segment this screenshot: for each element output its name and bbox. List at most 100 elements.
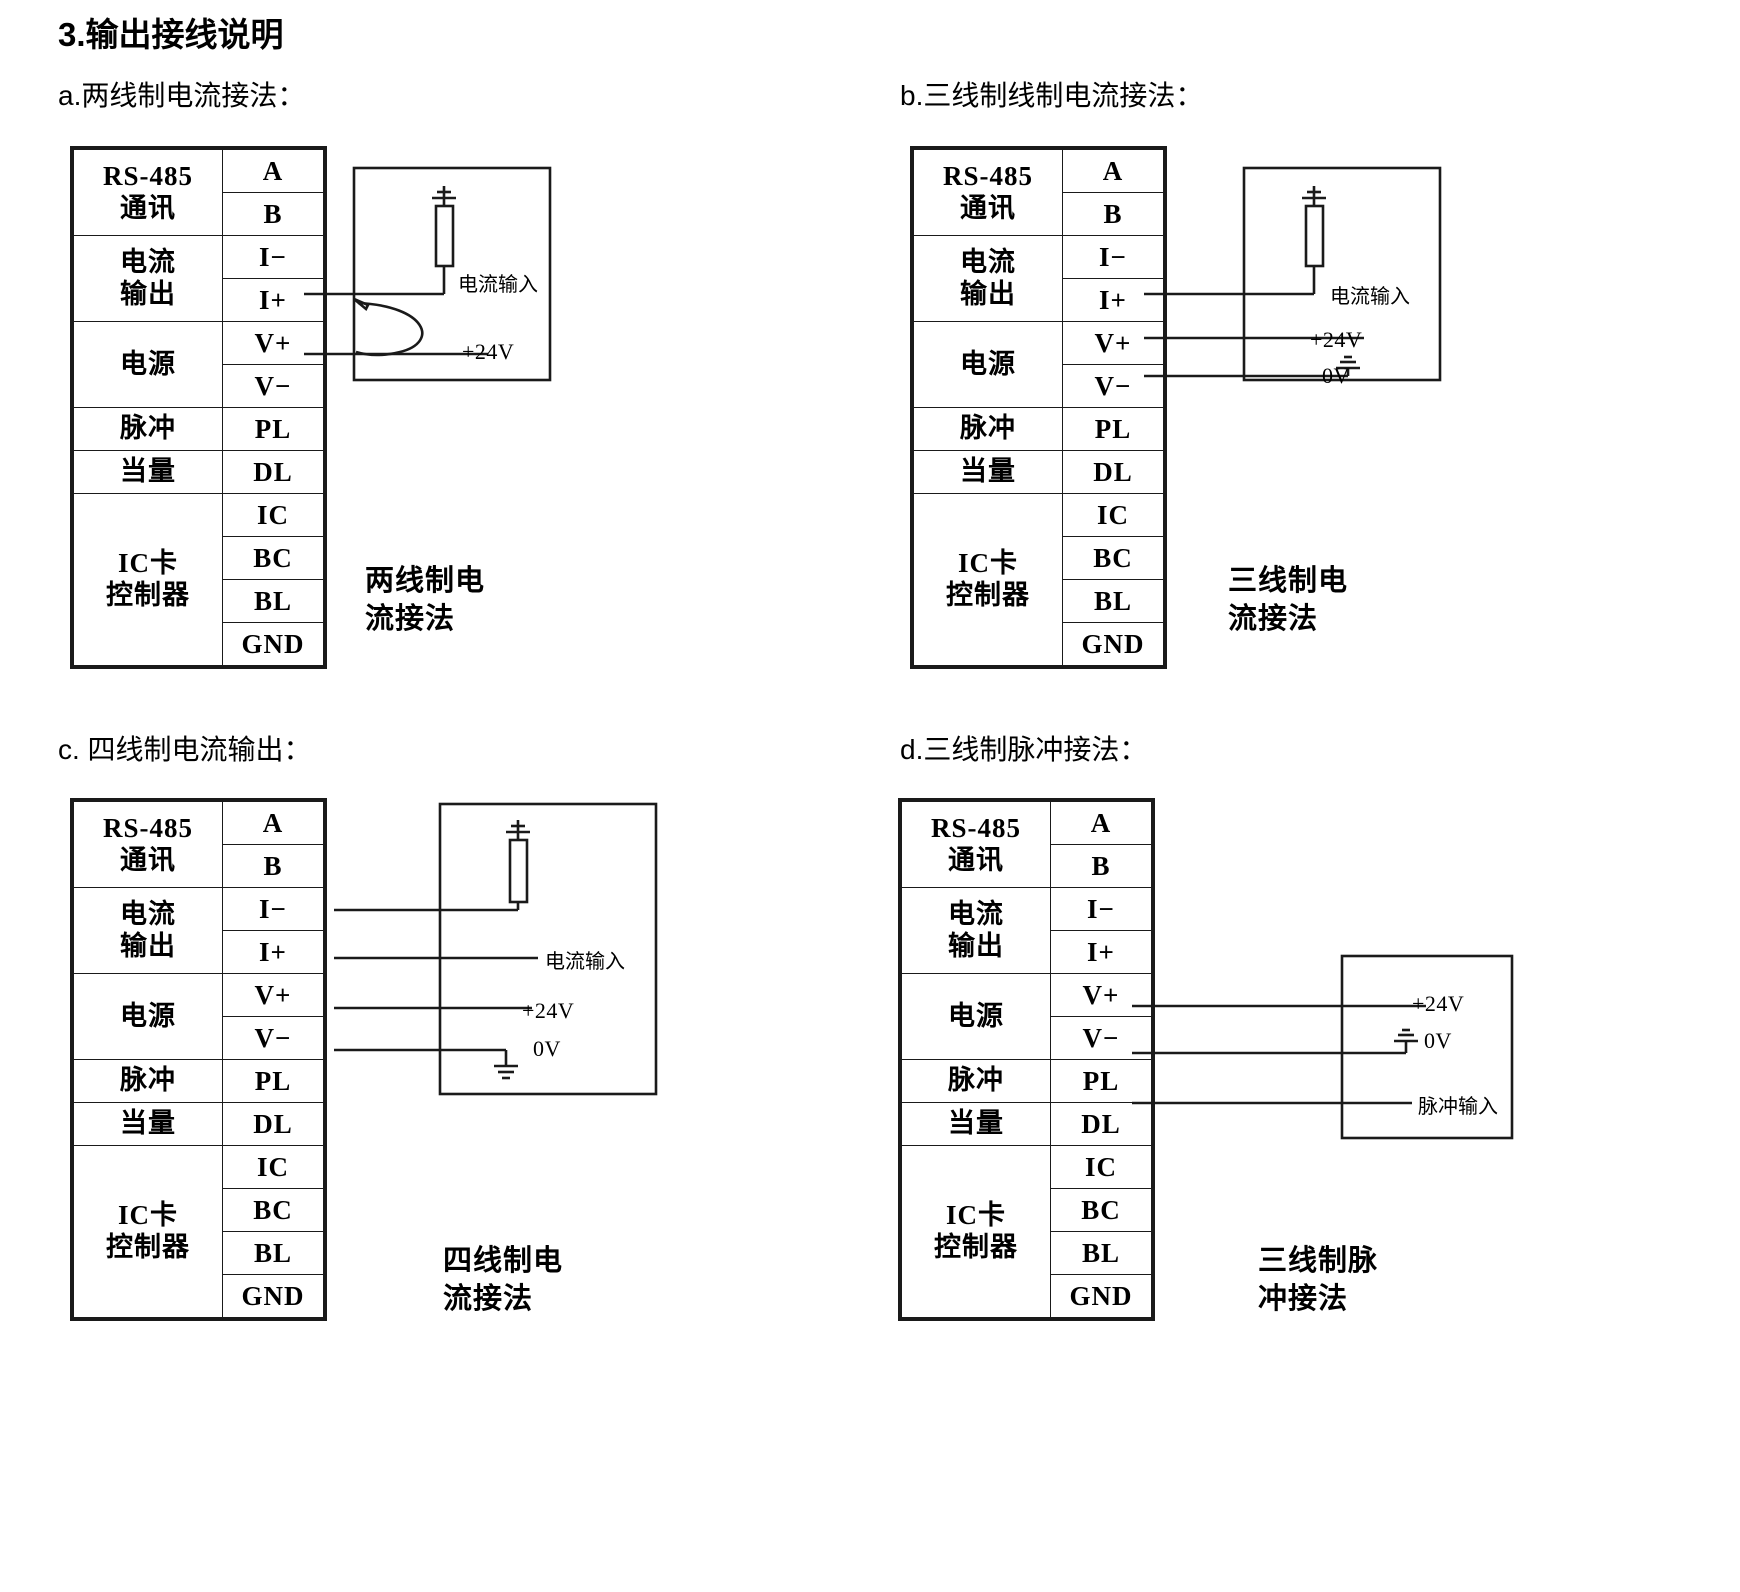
- terminal-pin-a-I: I+: [222, 278, 324, 322]
- panel-d-title: d.三线制脉冲接法：: [900, 734, 1148, 765]
- page-title: 3.输出接线说明: [58, 16, 284, 53]
- terminal-pin-d-A: A: [1050, 801, 1152, 845]
- panel-c-title: c. 四线制电流输出：: [58, 734, 312, 765]
- terminal-group-label-d-5: IC卡控制器: [901, 1145, 1051, 1318]
- label-24v-a: +24V: [462, 339, 515, 364]
- terminal-group-label-d-2: 电源: [901, 973, 1051, 1060]
- terminal-pin-b-PL: PL: [1062, 407, 1164, 451]
- terminal-pin-b-V: V−: [1062, 364, 1164, 408]
- terminal-group-label-b-5: IC卡控制器: [913, 493, 1063, 666]
- table-row: I+: [74, 278, 324, 322]
- terminal-group-label-a-2: 电源: [73, 321, 223, 408]
- table-row: V−: [74, 364, 324, 408]
- terminal-pin-c-I: I−: [222, 887, 324, 931]
- terminal-pin-b-B: B: [1062, 192, 1164, 236]
- terminal-pin-c-A: A: [222, 801, 324, 845]
- terminal-group-label-b-3: 脉冲: [913, 407, 1063, 451]
- terminal-pin-c-I: I+: [222, 930, 324, 974]
- terminal-group-label-a-4: 当量: [73, 450, 223, 494]
- terminal-pin-a-IC: IC: [222, 493, 324, 537]
- terminal-group-label-c-3: 脉冲: [73, 1059, 223, 1103]
- terminal-pin-b-V: V+: [1062, 321, 1164, 365]
- terminal-pin-b-A: A: [1062, 149, 1164, 193]
- terminal-pin-d-IC: IC: [1050, 1145, 1152, 1189]
- terminal-pin-d-DL: DL: [1050, 1102, 1152, 1146]
- label-current-input-b: 电流输入: [1330, 286, 1410, 308]
- terminal-group-label-b-1: 电流输出: [913, 235, 1063, 322]
- label-0v-c: 0V: [533, 1036, 561, 1061]
- table-row: BC: [74, 1188, 324, 1232]
- terminal-pin-c-BL: BL: [222, 1231, 324, 1275]
- terminal-pin-a-V: V+: [222, 321, 324, 365]
- terminal-pin-a-A: A: [222, 149, 324, 193]
- label-24v-d: +24V: [1412, 991, 1465, 1016]
- terminal-pin-c-PL: PL: [222, 1059, 324, 1103]
- table-row: BC: [74, 536, 324, 580]
- terminal-group-label-b-4: 当量: [913, 450, 1063, 494]
- terminal-group-label-c-4: 当量: [73, 1102, 223, 1146]
- table-row: I+: [914, 278, 1164, 322]
- terminal-pin-b-BC: BC: [1062, 536, 1164, 580]
- table-row: GND: [74, 1274, 324, 1318]
- terminal-pin-c-V: V−: [222, 1016, 324, 1060]
- panel-a-caption: 两线制电 流接法: [365, 565, 486, 635]
- terminal-group-label-d-3: 脉冲: [901, 1059, 1051, 1103]
- terminal-pin-b-IC: IC: [1062, 493, 1164, 537]
- terminal-group-label-c-2: 电源: [73, 973, 223, 1060]
- circuit-diagram-c: [334, 798, 668, 1108]
- label-current-input-c: 电流输入: [545, 951, 625, 973]
- terminal-pin-d-BC: BC: [1050, 1188, 1152, 1232]
- terminal-pin-a-PL: PL: [222, 407, 324, 451]
- circuit-diagram-d: [1132, 798, 1516, 1158]
- terminal-pin-a-V: V−: [222, 364, 324, 408]
- label-24v-b: +24V: [1310, 327, 1363, 352]
- circuit-diagram-b: [1144, 146, 1448, 396]
- table-row: BL: [74, 579, 324, 623]
- table-row: B: [902, 844, 1152, 888]
- table-row: I+: [74, 930, 324, 974]
- table-row: B: [914, 192, 1164, 236]
- table-row: BL: [914, 579, 1164, 623]
- terminal-pin-a-BC: BC: [222, 536, 324, 580]
- table-row: GND: [902, 1274, 1152, 1318]
- terminal-pin-b-GND: GND: [1062, 622, 1164, 666]
- terminal-pin-c-GND: GND: [222, 1274, 324, 1318]
- table-row: V−: [914, 364, 1164, 408]
- table-row: BL: [74, 1231, 324, 1275]
- terminal-group-label-b-2: 电源: [913, 321, 1063, 408]
- terminal-pin-a-GND: GND: [222, 622, 324, 666]
- table-row: B: [74, 844, 324, 888]
- terminal-pin-c-DL: DL: [222, 1102, 324, 1146]
- table-row: GND: [74, 622, 324, 666]
- table-row: BC: [914, 536, 1164, 580]
- terminal-pin-b-BL: BL: [1062, 579, 1164, 623]
- terminal-pin-d-V: V+: [1050, 973, 1152, 1017]
- terminal-group-label-c-1: 电流输出: [73, 887, 223, 974]
- terminal-pin-d-GND: GND: [1050, 1274, 1152, 1318]
- terminal-group-label-d-1: 电流输出: [901, 887, 1051, 974]
- terminal-pin-a-BL: BL: [222, 579, 324, 623]
- panel-c-caption: 四线制电 流接法: [443, 1245, 564, 1315]
